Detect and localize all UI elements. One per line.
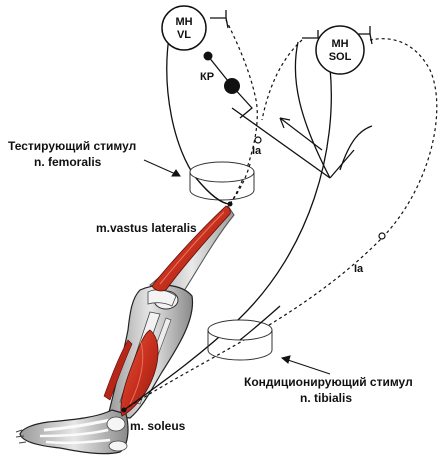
ia-marker-lower (379, 233, 385, 239)
neuron-sol-line1: МН (331, 38, 348, 50)
interneuron-label: КР (200, 71, 214, 83)
neuron-vl-line1: МН (175, 16, 192, 28)
test-stimulus-arrow (144, 160, 180, 176)
ia-marker-upper (255, 137, 261, 143)
soleus-junction (122, 408, 127, 413)
interneuron: КР (200, 52, 240, 95)
ia-label-lower: Ia (354, 263, 364, 275)
neuron-sol: МН SOL (316, 26, 364, 74)
test-stimulus-line1: Тестирующий стимул (8, 139, 136, 153)
neuron-vl: МН VL (162, 6, 206, 50)
ia-label-upper: Ia (252, 145, 262, 157)
test-stimulus-line2: n. femoralis (34, 155, 102, 169)
conditioning-stimulus-line1: Кондиционирующий стимул (244, 375, 413, 389)
conditioning-stimulus-label: Кондиционирующий стимул n. tibialis (244, 375, 413, 405)
vastus-label: m.vastus lateralis (96, 221, 197, 235)
neuron-vl-line2: VL (177, 29, 191, 41)
soleus-label: m. soleus (130, 419, 186, 433)
neuron-sol-line2: SOL (329, 51, 352, 63)
test-stimulus-label: Тестирующий стимул n. femoralis (8, 139, 136, 169)
branch-arrow (280, 118, 322, 150)
conditioning-stimulus-line2: n. tibialis (300, 391, 352, 405)
test-stimulus-electrode (190, 162, 254, 200)
conditioning-stimulus-arrow (282, 356, 330, 374)
